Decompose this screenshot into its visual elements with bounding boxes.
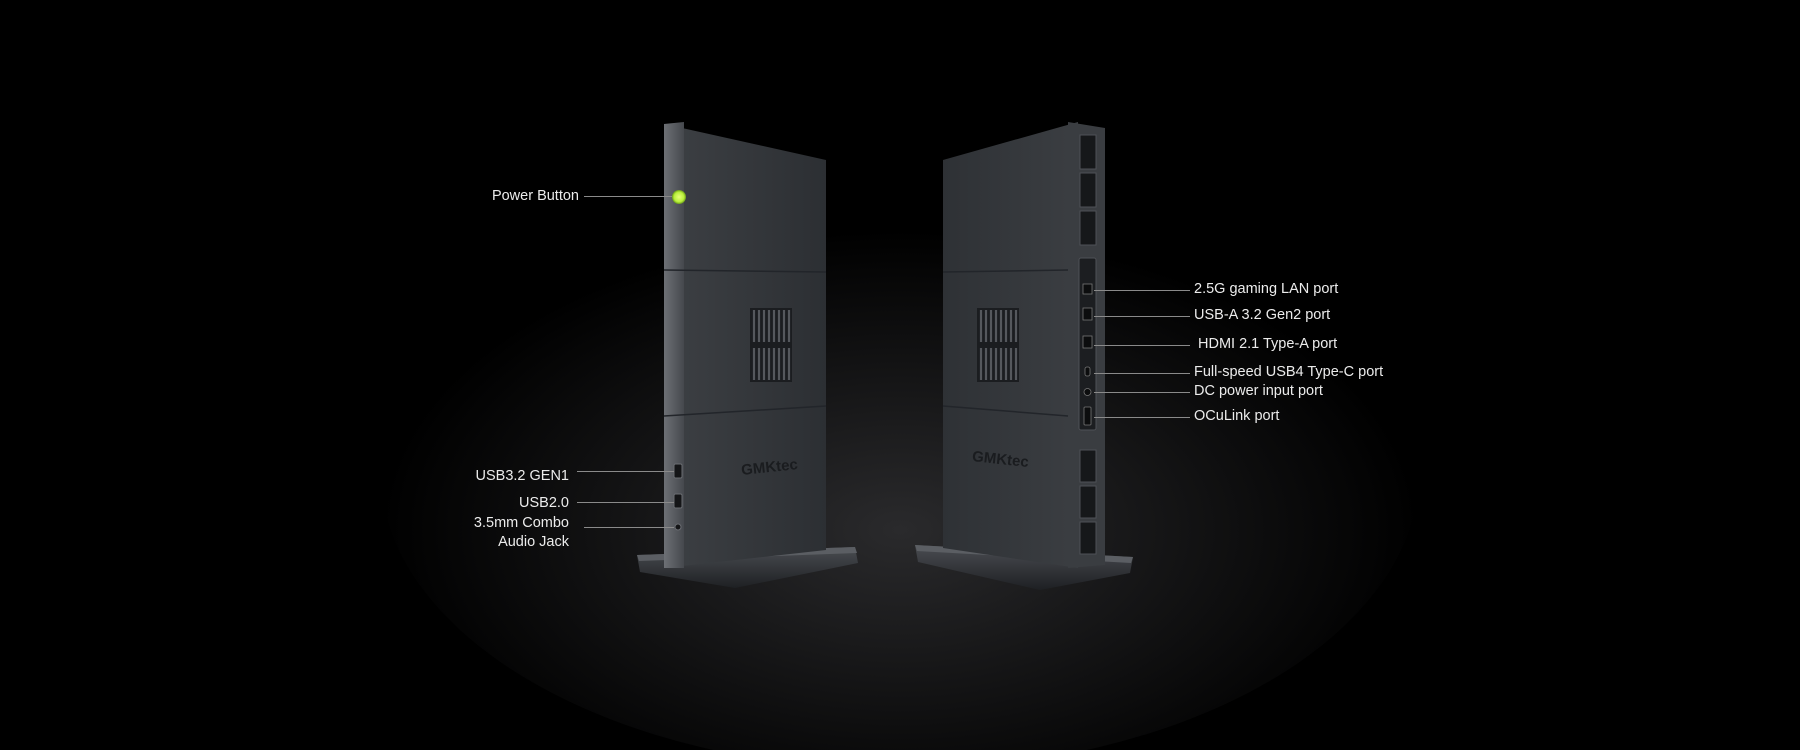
- label-usb20: USB2.0: [519, 495, 569, 511]
- label-audio-jack: 3.5mm Combo Audio Jack: [474, 514, 569, 552]
- dc-jack-icon: [1083, 388, 1092, 396]
- leader-line: [577, 502, 674, 503]
- hdmi-port-icon: [1082, 335, 1093, 349]
- leader-line: [584, 196, 672, 197]
- vent-grille-icon: [1079, 134, 1097, 555]
- leader-line: [1094, 345, 1190, 346]
- leader-line: [1094, 417, 1190, 418]
- background-glow: [380, 170, 1420, 750]
- left-brand-logo: GMKtec: [740, 456, 798, 479]
- label-dc-port: DC power input port: [1194, 383, 1323, 399]
- right-device: GMKtec: [915, 122, 1133, 590]
- label-oculink-port: OCuLink port: [1194, 408, 1280, 424]
- vent-grille-icon: [750, 308, 792, 382]
- audio-jack-icon: [674, 523, 682, 531]
- label-audio-jack-line1: 3.5mm Combo: [473, 515, 569, 531]
- usb-c-port-icon: [1084, 366, 1091, 377]
- power-button-icon: [672, 190, 686, 204]
- leader-line: [1094, 316, 1190, 317]
- usb-port-icon: [673, 463, 683, 479]
- lan-port-icon: [1082, 283, 1093, 295]
- leader-line: [1094, 373, 1190, 374]
- usb-port-icon: [1082, 307, 1093, 321]
- label-lan-port: 2.5G gaming LAN port: [1194, 281, 1339, 297]
- label-usba-port: USB-A 3.2 Gen2 port: [1194, 307, 1331, 323]
- label-usb4-port: Full-speed USB4 Type-C port: [1194, 364, 1384, 380]
- right-brand-logo: GMKtec: [971, 448, 1029, 471]
- vent-grille-icon: [977, 308, 1019, 382]
- left-front-panel: [664, 124, 826, 568]
- leader-line: [1094, 290, 1190, 291]
- left-side-edge: [664, 122, 684, 568]
- leader-line: [577, 471, 674, 472]
- leader-line: [1094, 392, 1190, 393]
- usb-port-icon: [673, 493, 683, 509]
- label-usb32-gen1: USB3.2 GEN1: [475, 468, 570, 484]
- oculink-port-icon: [1083, 406, 1092, 426]
- label-power-button: Power Button: [491, 188, 579, 204]
- leader-line: [584, 527, 674, 528]
- label-hdmi-port: HDMI 2.1 Type-A port: [1198, 336, 1338, 352]
- label-audio-jack-line2: Audio Jack: [498, 534, 569, 550]
- left-device: GMKtec: [637, 122, 858, 588]
